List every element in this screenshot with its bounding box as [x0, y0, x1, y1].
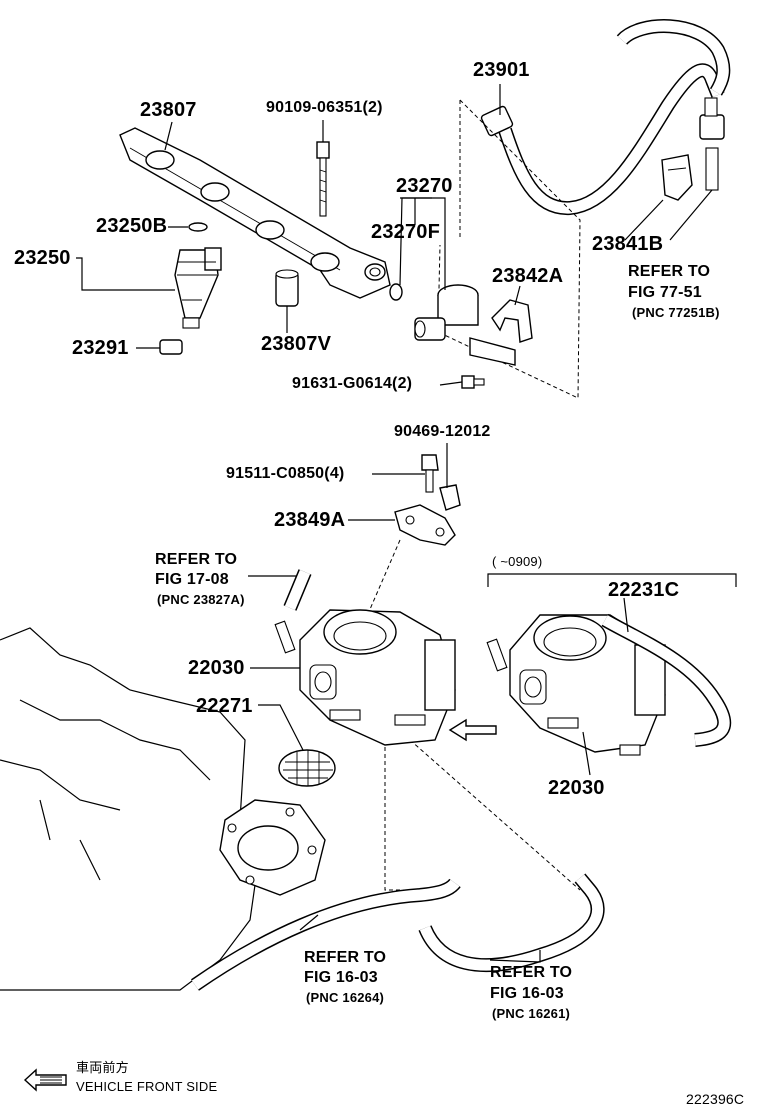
bracket-23849a	[394, 504, 456, 546]
label-23250: 23250	[14, 247, 71, 269]
label-22030-left: 22030	[188, 657, 245, 679]
direction-arrow	[448, 718, 497, 742]
label-90109: 90109-06351(2)	[266, 99, 383, 116]
label-23901: 23901	[473, 59, 530, 81]
label-91511: 91511-C0850(4)	[226, 465, 345, 482]
o-ring-23250b	[188, 222, 208, 232]
leader-lines	[76, 84, 713, 963]
dashed-guide-2	[384, 740, 440, 891]
ref-fig1603a-line2: FIG 16-03	[304, 969, 378, 986]
dashed-guide-3	[409, 739, 581, 891]
connector-23841b	[661, 154, 693, 201]
ref-fig1708-line2: FIG 17-08	[155, 571, 229, 588]
date-range: ( ~0909)	[492, 554, 543, 569]
label-23849a: 23849A	[274, 509, 346, 531]
throttle-body-22030-right	[486, 614, 666, 756]
label-90469: 90469-12012	[394, 423, 491, 440]
vehicle-front-arrow-icon	[23, 1068, 67, 1092]
label-23842a: 23842A	[492, 265, 564, 287]
fuel-delivery-pipe-23807	[119, 127, 391, 299]
o-ring-23270f	[389, 283, 403, 301]
bolt-91631	[461, 375, 485, 389]
ref-fig1603b-line3: (PNC 16261)	[492, 1006, 571, 1021]
label-91631: 91631-G0614(2)	[292, 375, 413, 392]
label-23270: 23270	[396, 175, 453, 197]
legend-english: VEHICLE FRONT SIDE	[76, 1079, 218, 1094]
pressure-regulator-23270	[414, 284, 516, 366]
ref-fig1603a-line3: (PNC 16264)	[306, 990, 385, 1005]
label-23807v: 23807V	[261, 333, 332, 355]
ref-fig1708-line3: (PNC 23827A)	[157, 592, 245, 607]
label-23250b: 23250B	[96, 215, 168, 237]
label-22271: 22271	[196, 695, 253, 717]
fuel-hose-23901	[480, 19, 731, 216]
bolt-90109	[316, 141, 330, 217]
date-range-bracket	[487, 573, 737, 587]
gasket-22271	[278, 749, 336, 787]
label-22231c: 22231C	[608, 579, 680, 601]
bolt-91511	[421, 454, 439, 493]
ref-fig1603b-line2: FIG 16-03	[490, 985, 564, 1002]
ref-fig7751-line1: REFER TO	[628, 263, 711, 280]
hose-end-77251b	[705, 147, 719, 191]
diagram-code: 222396C	[686, 1091, 745, 1107]
dashed-boundary-regulator	[437, 99, 581, 399]
ref-fig1603a-line1: REFER TO	[304, 949, 387, 966]
clamp-23842a	[491, 299, 533, 343]
legend-japanese: 車両前方	[76, 1060, 129, 1075]
ref-fig1708-line1: REFER TO	[155, 551, 238, 568]
intake-manifold	[0, 627, 326, 991]
ref-fig7751-line2: FIG 77-51	[628, 284, 702, 301]
spacer-23807v	[275, 269, 299, 307]
clip-90469	[439, 484, 461, 511]
ref-fig7751-line3: (PNC 77251B)	[632, 305, 720, 320]
fuel-injector-23250	[174, 247, 222, 329]
label-22030-right: 22030	[548, 777, 605, 799]
throttle-body-22030-left	[274, 609, 456, 746]
label-23291: 23291	[72, 337, 129, 359]
ref-fig1603b-line1: REFER TO	[490, 964, 573, 981]
label-23270f: 23270F	[371, 221, 441, 243]
insulator-23291	[159, 339, 183, 355]
label-23841b: 23841B	[592, 233, 664, 255]
label-23807: 23807	[140, 99, 197, 121]
